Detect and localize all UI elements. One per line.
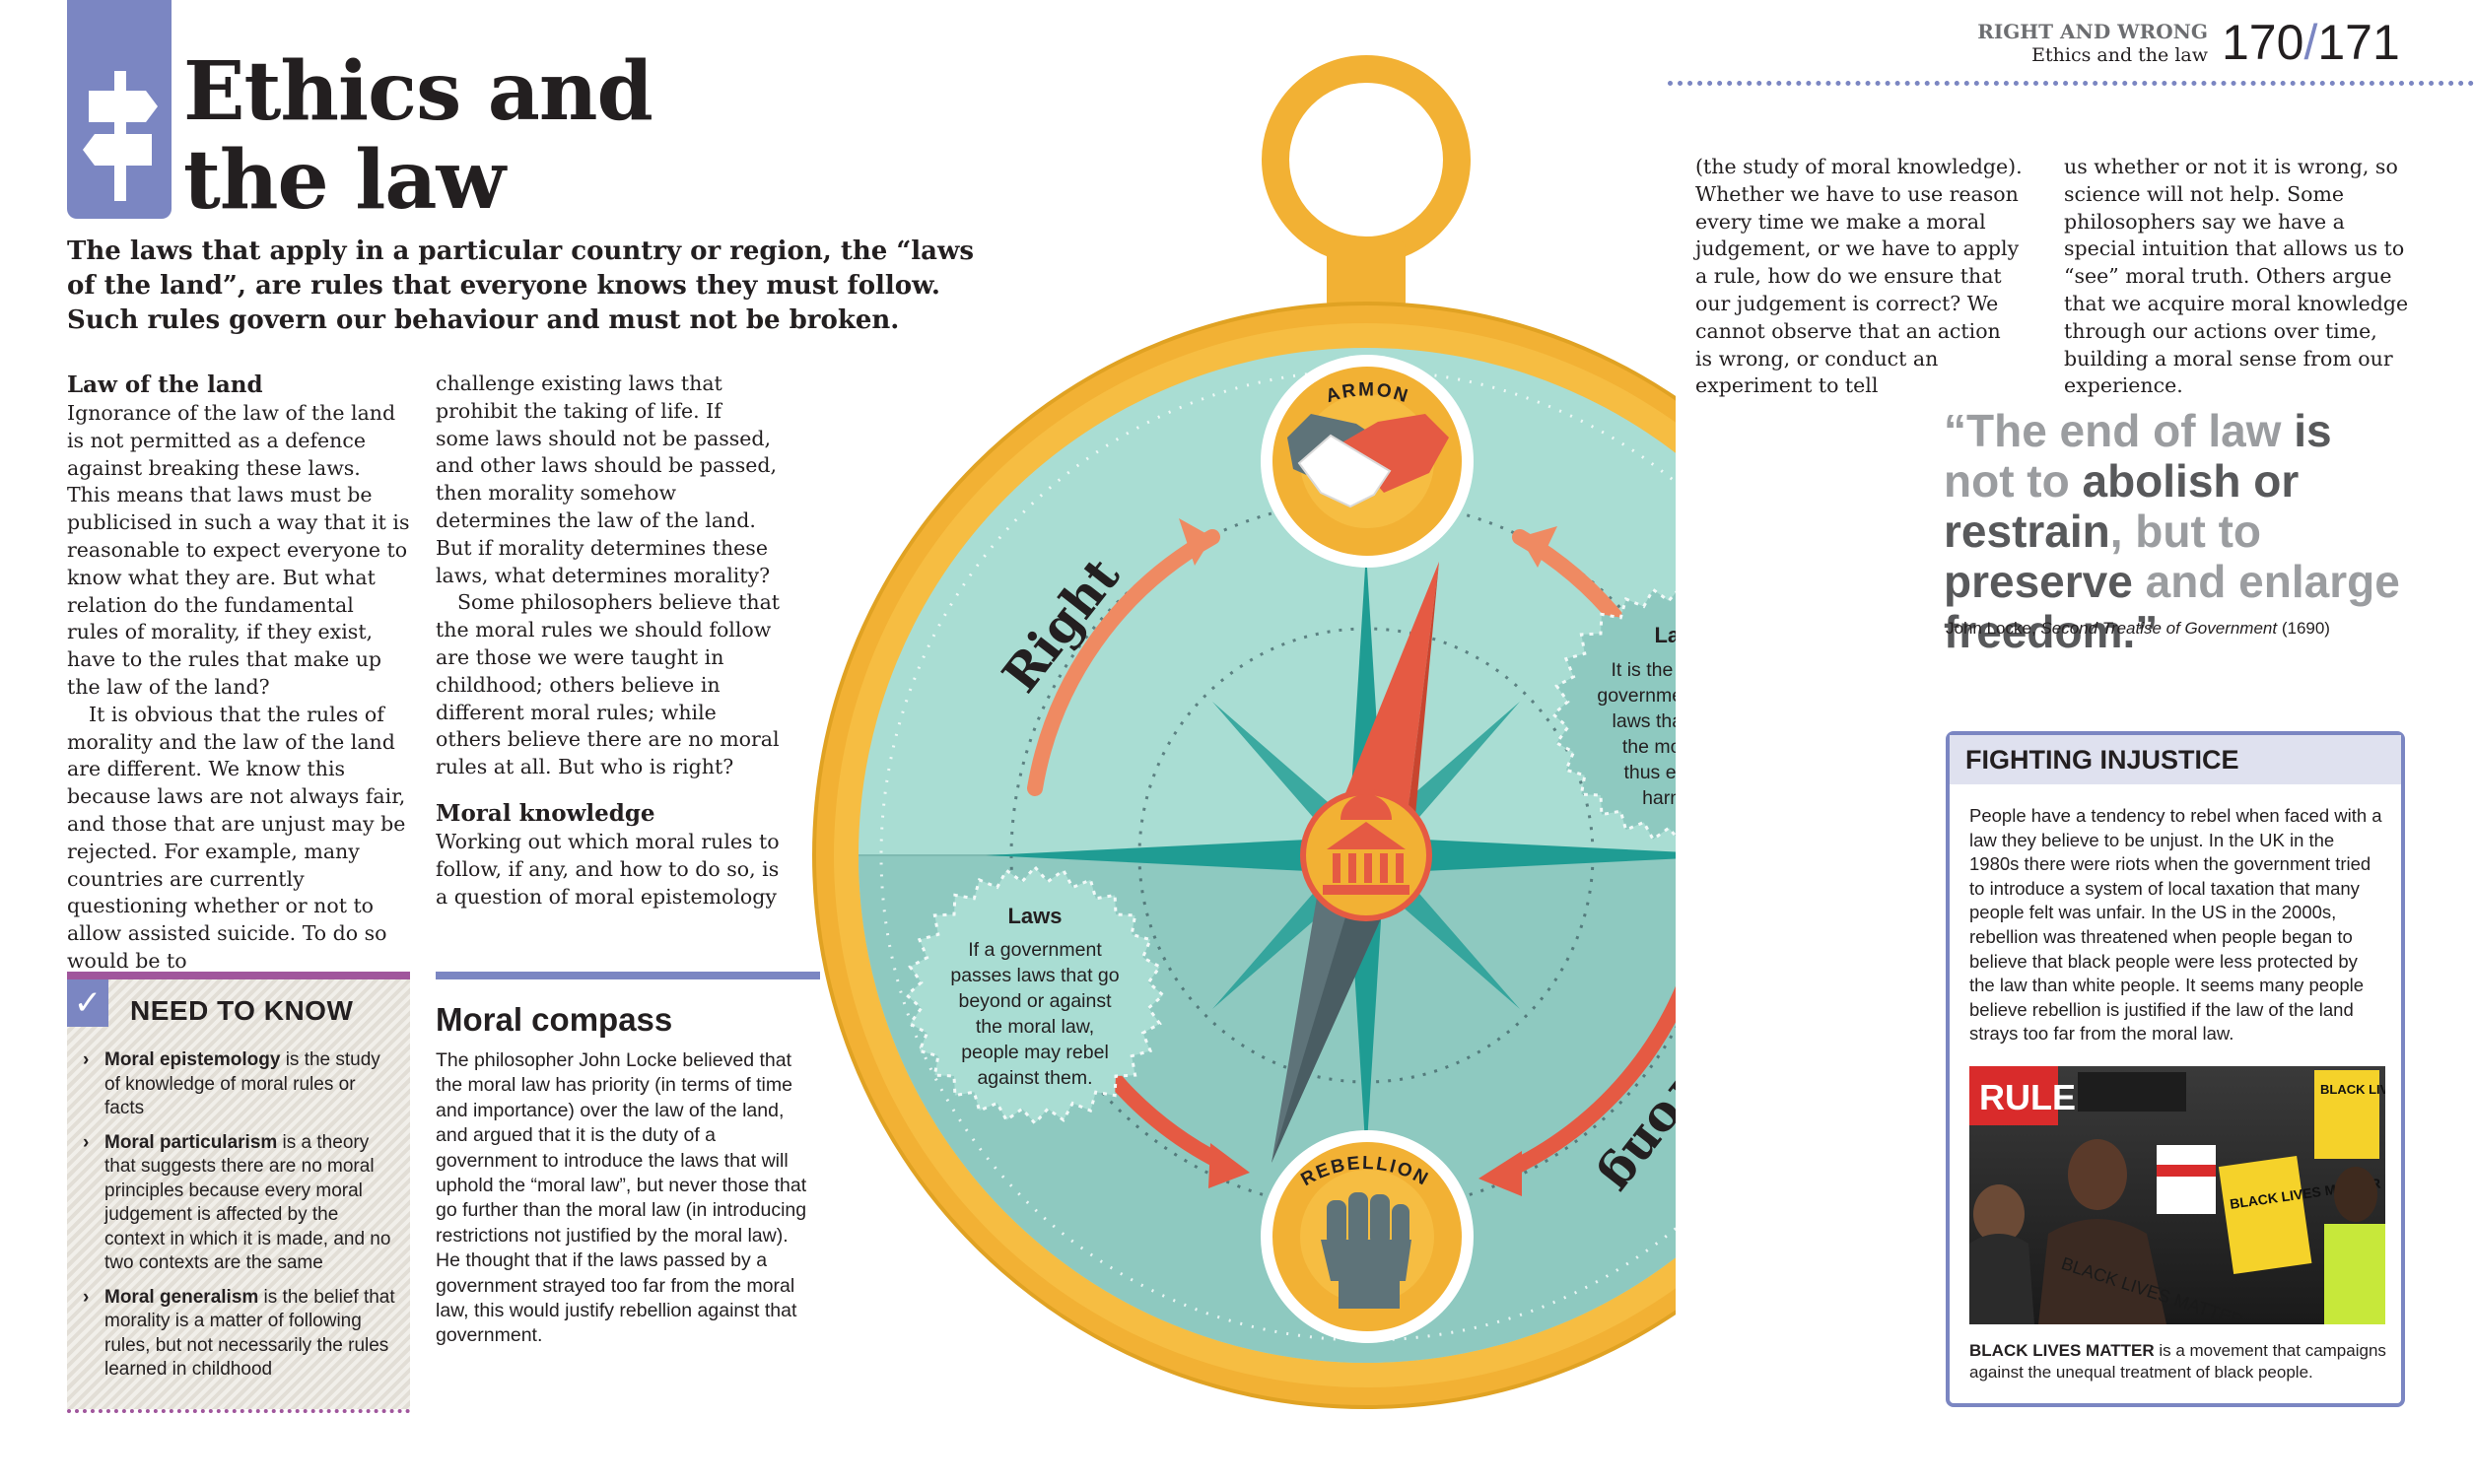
heading-law-of-land: Law of the land bbox=[67, 371, 263, 398]
arrow-head bbox=[1520, 526, 1557, 568]
paragraph: Working out which moral rules to follow,… bbox=[436, 829, 780, 909]
intro-text: The laws that apply in a particular coun… bbox=[67, 236, 975, 335]
page-title: Ethics and the law bbox=[183, 44, 653, 228]
sign-text: RULE bbox=[1979, 1077, 2076, 1117]
need-to-know-title: NEED TO KNOW bbox=[130, 995, 354, 1026]
term: Moral particularism bbox=[104, 1131, 278, 1153]
quote-work: Second Treatise of Government bbox=[2040, 619, 2278, 638]
quote-part: “The end of law bbox=[1944, 405, 2295, 456]
fighting-injustice-title: FIGHTING INJUSTICE bbox=[1965, 745, 2239, 775]
page-number-left: 170 bbox=[2222, 15, 2304, 70]
column-law-of-land: Law of the land Ignorance of the law of … bbox=[67, 371, 410, 976]
quote-part: not to bbox=[1944, 455, 2083, 506]
column-three: (the study of moral knowledge). Whether … bbox=[1695, 154, 2023, 400]
laws-badge-top: Laws It is the duty of a government to pa… bbox=[1550, 587, 1676, 842]
badge-line: If a government bbox=[968, 939, 1102, 961]
badge-line: government to pass bbox=[1597, 685, 1676, 707]
quote-attribution: John Locke, Second Treatise of Governmen… bbox=[1946, 619, 2330, 639]
title-tab bbox=[67, 0, 172, 219]
need-to-know-dotted-rule bbox=[67, 1409, 410, 1413]
badge-line: against them. bbox=[977, 1067, 1092, 1089]
arrow-head bbox=[1179, 518, 1212, 566]
quote-year: (1690) bbox=[2277, 619, 2330, 638]
list-item: › Moral particularism is a theory that su… bbox=[83, 1131, 398, 1276]
handshake-icon bbox=[1287, 414, 1449, 508]
badge-line: harmony. bbox=[1642, 787, 1676, 809]
page-separator: / bbox=[2303, 15, 2318, 70]
column-two: challenge existing laws that prohibit th… bbox=[436, 371, 781, 911]
quote-part: is bbox=[2294, 405, 2332, 456]
need-to-know-box bbox=[67, 979, 410, 1409]
laws-bottom-title: Laws bbox=[1007, 904, 1062, 928]
compass-ring bbox=[1262, 55, 1471, 264]
chevron-right-icon: › bbox=[83, 1286, 90, 1308]
fighting-injustice-header bbox=[1950, 735, 2401, 784]
arrow-head bbox=[1478, 1151, 1522, 1196]
badge-line: beyond or against bbox=[958, 990, 1112, 1012]
fighting-injustice-body: People have a tendency to rebel when fac… bbox=[1969, 805, 2382, 1045]
moral-compass-diagram: HARMONY REBELLION Right Wrong Laws It is… bbox=[769, 39, 1676, 1409]
term: Moral generalism bbox=[104, 1286, 259, 1308]
raised-fist-icon bbox=[1321, 1192, 1411, 1309]
moral-compass-title: Moral compass bbox=[436, 1001, 673, 1038]
running-header-subsection: Ethics and the law bbox=[2031, 44, 2208, 66]
column-four: us whether or not it is wrong, so scienc… bbox=[2064, 154, 2417, 400]
need-to-know-bar bbox=[67, 972, 410, 979]
moral-compass-bar bbox=[436, 972, 820, 979]
page-number-right: 171 bbox=[2317, 15, 2400, 70]
signpost-icon bbox=[83, 71, 158, 201]
laws-badge-bottom: Laws If a government passes laws that go b… bbox=[904, 864, 1166, 1126]
quote-author: John Locke, bbox=[1946, 619, 2041, 638]
heading-moral-knowledge: Moral knowledge bbox=[436, 799, 655, 827]
paragraph: challenge existing laws that prohibit th… bbox=[436, 371, 778, 587]
checkmark-icon: ✓ bbox=[67, 979, 108, 1027]
header-dotted-rule bbox=[1668, 81, 2474, 86]
badge-line: the moral law, bbox=[976, 1016, 1094, 1038]
arrow-head bbox=[1208, 1143, 1250, 1188]
definition: is the study of knowledge of moral rules… bbox=[104, 1049, 380, 1118]
photo-caption: BLACK LIVES MATTER is a movement that ca… bbox=[1969, 1340, 2387, 1383]
laws-top-title: Laws bbox=[1654, 623, 1676, 647]
term: Moral epistemology bbox=[104, 1049, 281, 1070]
government-building-icon bbox=[1300, 778, 1432, 921]
paragraph: us whether or not it is wrong, so scienc… bbox=[2064, 155, 2409, 398]
quote-part: , but to bbox=[2109, 506, 2262, 557]
quote-part: abolish or restrain bbox=[1944, 455, 2300, 557]
paragraph: Ignorance of the law of the land is not … bbox=[67, 401, 410, 699]
paragraph: (the study of moral knowledge). Whether … bbox=[1695, 155, 2023, 398]
list-item: › Moral epistemology is the study of know… bbox=[83, 1048, 398, 1121]
page-numbers: 170/171 bbox=[2222, 14, 2400, 71]
caption-rest: is a movement that campaigns against the… bbox=[1969, 1341, 2386, 1382]
rebellion-medallion: REBELLION bbox=[1261, 1130, 1474, 1343]
moral-compass-body: The philosopher John Locke believed that… bbox=[436, 1049, 807, 1347]
definition: is a theory that suggests there are no m… bbox=[104, 1131, 391, 1274]
chevron-right-icon: › bbox=[83, 1049, 90, 1070]
chevron-right-icon: › bbox=[83, 1131, 90, 1153]
paragraph: Some philosophers believe that the moral… bbox=[436, 590, 781, 779]
caption-bold: BLACK LIVES MATTER bbox=[1969, 1341, 2155, 1360]
quote-part: freedom.” bbox=[1944, 606, 2159, 657]
badge-line: It is the duty of a bbox=[1611, 659, 1676, 681]
definition: is the belief that morality is a matter … bbox=[104, 1286, 395, 1381]
badge-line: thus ensuring bbox=[1623, 762, 1676, 783]
quote-part: and enlarge bbox=[2145, 556, 2400, 607]
badge-line: people may rebel bbox=[961, 1042, 1109, 1063]
badge-line: passes laws that go bbox=[950, 965, 1119, 986]
pull-quote: “The end of law is not to abolish or res… bbox=[1944, 406, 2407, 657]
compass-crown bbox=[1327, 240, 1406, 309]
running-header-section: RIGHT AND WRONG bbox=[1977, 20, 2208, 43]
sign-text: BLACK LIVES MATTER bbox=[2320, 1082, 2385, 1097]
badge-line: laws that uphold bbox=[1613, 710, 1676, 732]
protest-photo: RULE BLACK LIVES MATTER BLACK LIVES MATT… bbox=[1969, 1066, 2385, 1324]
need-to-know-list: › Moral epistemology is the study of know… bbox=[83, 1048, 398, 1392]
badge-line: the moral law, bbox=[1622, 736, 1676, 758]
list-item: › Moral generalism is the belief that mor… bbox=[83, 1286, 398, 1383]
paragraph: It is obvious that the rules of morality… bbox=[67, 702, 406, 973]
quote-part: preserve bbox=[1944, 556, 2146, 607]
